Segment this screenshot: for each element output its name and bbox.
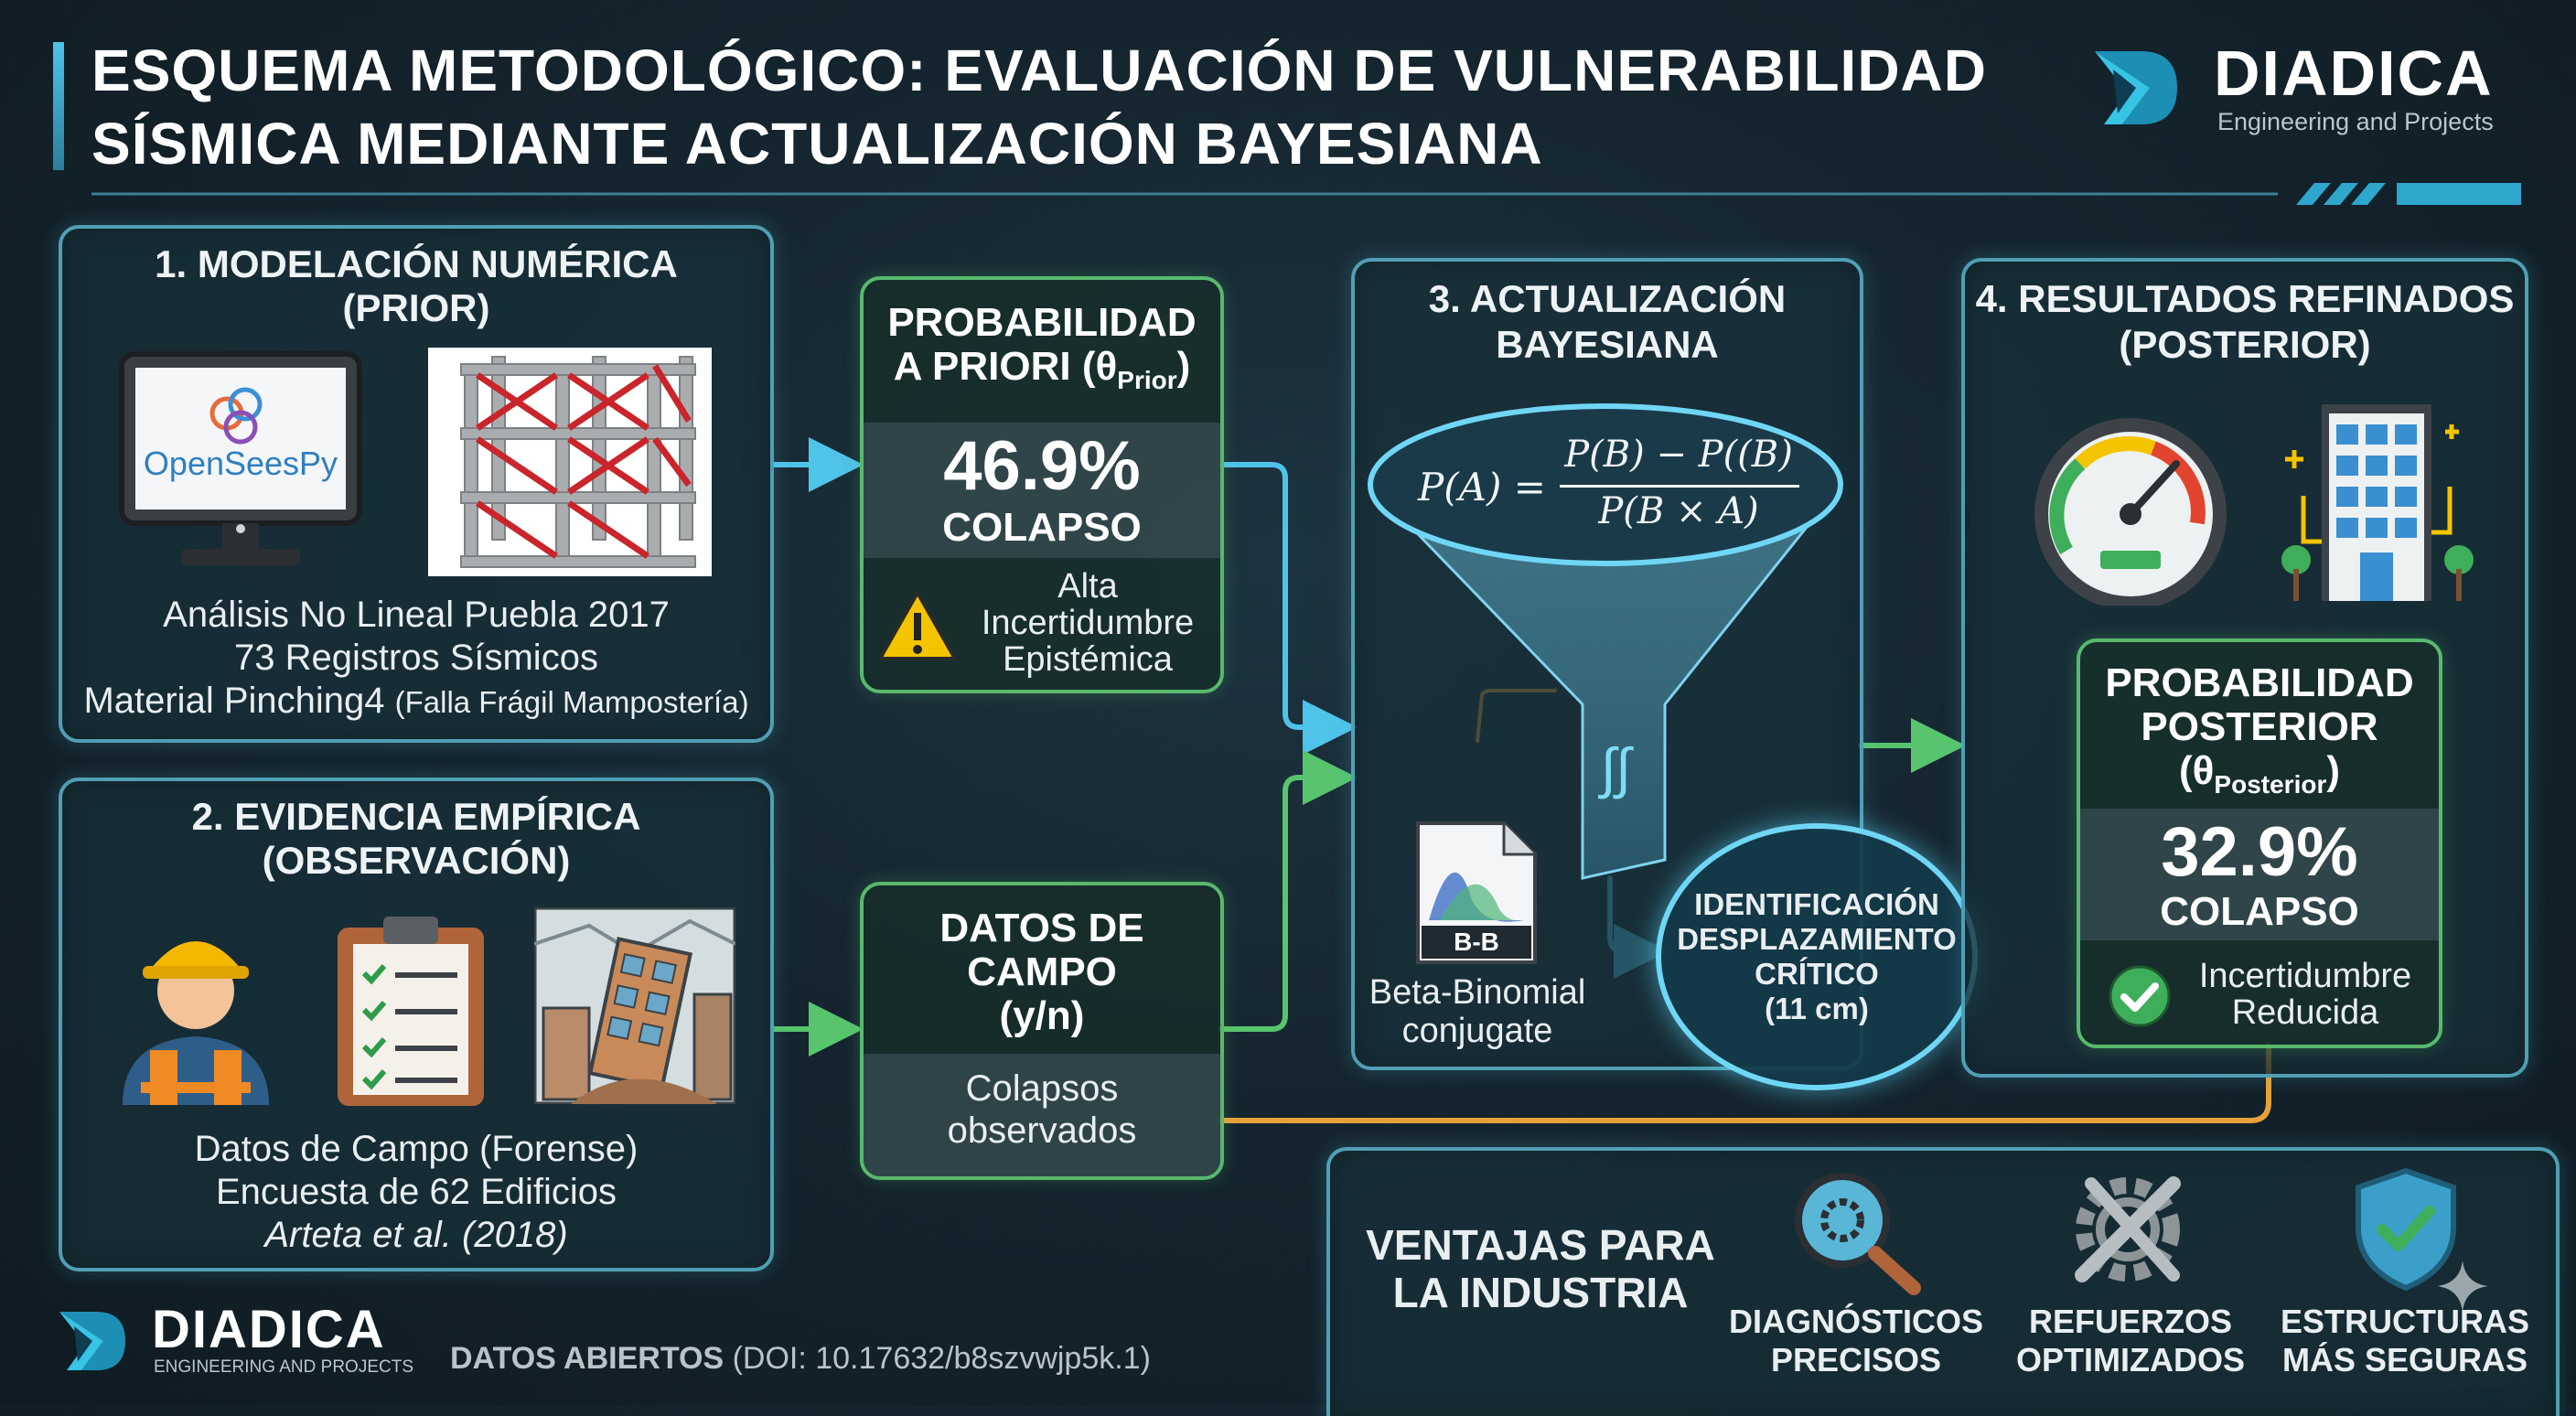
panel1-line3-note: (Falla Frágil Mampostería) (394, 685, 749, 719)
advantage-1-line2: PRECISOS (1770, 1341, 1942, 1378)
post-theta: (θPosterior) (2178, 748, 2341, 799)
data-title-1: DATOS DE (939, 906, 1144, 950)
beta-caption-1: Beta-Binomial (1368, 973, 1586, 1012)
title-accent-bar (53, 42, 64, 170)
page-title-line1: ESQUEMA METODOLÓGICO: EVALUACIÓN DE VULN… (91, 38, 1987, 103)
brand-logo-icon (2095, 51, 2177, 124)
prior-note-2: Incertidumbre (981, 604, 1195, 642)
footer-open-data: DATOS ABIERTOS (DOI: 10.17632/b8szvwjp5k… (450, 1341, 1151, 1377)
panel-numerical-modeling: 1. MODELACIÓN NUMÉRICA (PRIOR) OpenSeesP… (59, 225, 774, 743)
beta-caption-2: conjugate (1401, 1012, 1553, 1050)
prior-title2: A PRIORI (θPrior) (893, 344, 1191, 394)
advantages-title-2: LA INDUSTRIA (1392, 1269, 1689, 1316)
formula-denominator: P(B × A) (1598, 490, 1759, 532)
panel2-line2: Encuesta de 62 Edificios (215, 1172, 617, 1212)
footer-brand-tagline: ENGINEERING AND PROJECTS (154, 1357, 413, 1377)
post-value-band (2080, 809, 2439, 940)
advantage-3-line2: MÁS SEGURAS (2281, 1341, 2528, 1378)
data-note-2: observados (947, 1110, 1137, 1151)
advantage-3-line1: ESTRUCTURAS (2280, 1303, 2529, 1340)
svg-text:∫∫: ∫∫ (1598, 737, 1634, 799)
shield-check-icon (2356, 1167, 2456, 1292)
panel2-heading: 2. EVIDENCIA EMPÍRICA (191, 795, 641, 838)
advantages-title-1: VENTAJAS PARA (1366, 1221, 1715, 1269)
prior-probability-box: PROBABILIDAD A PRIORI (θPrior) 46.9% COL… (860, 276, 1224, 693)
post-title-2: POSTERIOR (2141, 704, 2378, 749)
post-value-label: COLAPSO (2160, 889, 2359, 934)
panel1-line1: Análisis No Lineal Puebla 2017 (163, 595, 670, 635)
post-note-2: Reducida (2231, 993, 2379, 1032)
formula-numerator: P(B) − P((B) (1564, 434, 1793, 476)
safe-building-icon (2281, 404, 2474, 601)
panel4-subheading: (POSTERIOR) (2119, 323, 2371, 366)
check-circle-icon (2109, 965, 2171, 1027)
panel2-citation: Arteta et al. (2018) (264, 1215, 568, 1255)
panel1-heading: 1. MODELACIÓN NUMÉRICA (155, 242, 678, 285)
brand-tagline: Engineering and Projects (2217, 108, 2494, 135)
wrench-gear-icon (2075, 1176, 2181, 1282)
data-title-2: CAMPO (967, 949, 1117, 994)
prior-value: 46.9% (943, 427, 1141, 505)
panel1-line2: 73 Registros Sísmicos (234, 638, 598, 678)
footer-logo-icon (59, 1312, 125, 1370)
formula-lhs: P(A) = (1418, 465, 1546, 510)
critical-line-4: (11 cm) (1765, 992, 1869, 1025)
prior-value-band (864, 423, 1220, 558)
page-title-line2: SÍSMICA MEDIANTE ACTUALIZACIÓN BAYESIANA (91, 111, 1543, 177)
critical-line-2: DESPLAZAMIENTO (1677, 922, 1957, 956)
panel2-subheading: (OBSERVACIÓN) (262, 839, 571, 882)
magnifier-gear-icon (1795, 1173, 1921, 1295)
advantage-1-line1: DIAGNÓSTICOS (1728, 1303, 1983, 1340)
advantage-2-line1: REFUERZOS (2028, 1303, 2232, 1340)
bayes-formula: P(A) = P(B) − P((B) P(B × A) (1409, 430, 1820, 549)
engineer-worker-icon (123, 941, 269, 1105)
advantage-2-line2: OPTIMIZADOS (2016, 1341, 2245, 1378)
beta-binomial-document-icon (1416, 821, 1537, 964)
critical-line-1: IDENTIFICACIÓN (1694, 887, 1939, 921)
doi-link[interactable]: (DOI: 10.17632/b8szvwjp5k.1) (732, 1341, 1151, 1376)
posterior-probability-box: PROBABILIDAD POSTERIOR (θPosterior) 32.9… (2077, 638, 2442, 1048)
panel3-heading-2: BAYESIANA (1496, 323, 1719, 366)
open-data-label: DATOS ABIERTOS (450, 1341, 724, 1376)
brand-name: DIADICA (2214, 38, 2494, 109)
panel3-heading-1: 3. ACTUALIZACIÓN (1428, 277, 1787, 320)
structural-frame-image (428, 348, 712, 576)
panel-empirical-evidence: 2. EVIDENCIA EMPÍRICA (OBSERVACIÓN) (59, 778, 774, 1271)
speedometer-gauge-icon (2034, 418, 2227, 606)
clipboard-checklist-icon (338, 917, 484, 1106)
data-note-1: Colapsos (965, 1068, 1119, 1109)
panel4-heading: 4. RESULTADOS REFINADOS (1975, 277, 2515, 320)
footer-brand-name: DIADICA (152, 1300, 386, 1359)
formula-bar (1560, 485, 1799, 488)
panel1-subheading: (PRIOR) (342, 286, 490, 329)
sparkle-icon (2437, 1260, 2488, 1312)
post-note-1: Incertidumbre (2198, 957, 2412, 995)
data-note-band (864, 1054, 1220, 1176)
critical-displacement-badge: IDENTIFICACIÓN DESPLAZAMIENTO CRÍTICO (1… (1656, 823, 1978, 1090)
post-title-1: PROBABILIDAD (2105, 660, 2414, 705)
beta-icon-label: B-B (1454, 928, 1499, 956)
field-data-box: DATOS DE CAMPO (y/n) Colapsos observados (860, 882, 1224, 1180)
prior-value-label: COLAPSO (942, 505, 1142, 550)
panel2-line1: Datos de Campo (Forense) (194, 1129, 639, 1169)
opensees-label: OpenSeesPy (143, 445, 338, 482)
panel1-line3-main: Material Pinching4 (83, 681, 385, 721)
panel1-line3: Material Pinching4 (Falla Frágil Mampost… (62, 681, 770, 722)
warning-icon (878, 591, 957, 660)
collapsed-building-icon (534, 907, 735, 1104)
post-value: 32.9% (2161, 813, 2358, 891)
critical-line-3: CRÍTICO (1755, 957, 1879, 991)
prior-note-3: Epistémica (1003, 640, 1173, 679)
data-title-3: (y/n) (999, 993, 1085, 1038)
computer-icon (119, 351, 362, 565)
title-underline (91, 183, 2521, 205)
panel-industry-advantages: VENTAJAS PARA LA INDUSTRIA DIAGNÓSTICOS … (1326, 1147, 2560, 1416)
prior-note-1: Alta (1057, 567, 1118, 606)
prior-title1: PROBABILIDAD (887, 300, 1197, 345)
